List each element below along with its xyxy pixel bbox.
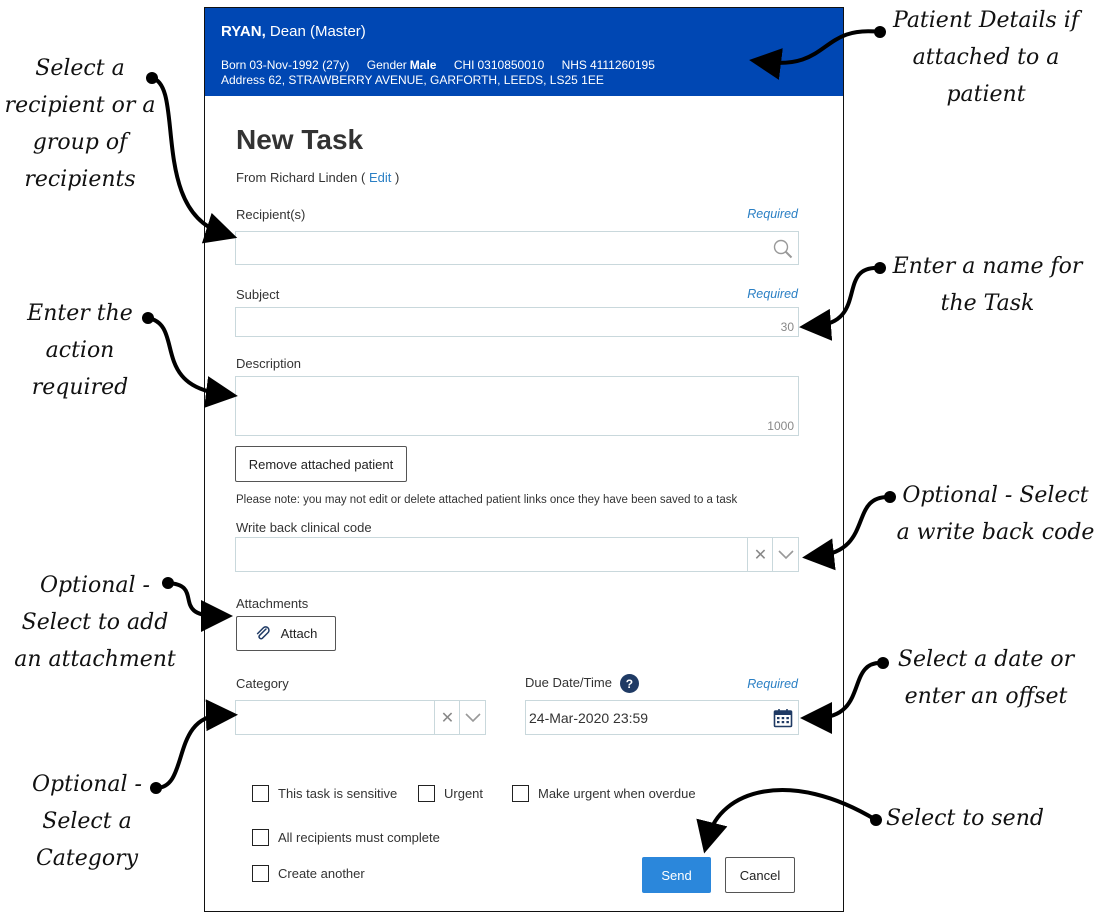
due-date-text: Due Date/Time [525, 674, 612, 690]
patient-link-note: Please note: you may not edit or delete … [236, 494, 738, 506]
chevron-down-icon[interactable] [772, 538, 798, 571]
checkbox-label: All recipients must complete [278, 830, 440, 845]
category-label: Category [236, 676, 289, 691]
attachments-label: Attachments [236, 596, 309, 611]
chi-value: 0310850010 [477, 58, 545, 72]
checkbox-urgent[interactable]: Urgent [418, 785, 483, 802]
calendar-icon[interactable] [773, 708, 793, 728]
arrow-patient-details [749, 29, 882, 80]
help-icon[interactable]: ? [619, 674, 639, 693]
arrow-enter-name [799, 265, 882, 341]
search-icon[interactable] [772, 238, 794, 260]
send-button[interactable]: Send [642, 857, 711, 893]
annotation-select-send: Select to send [886, 806, 1044, 831]
annotation-patient-details: Patient Details if attached to a patient [893, 8, 1079, 107]
from-line: From Richard Linden ( Edit ) [236, 170, 400, 185]
due-date-required: Required [747, 677, 798, 691]
arrow-select-category [154, 699, 238, 790]
subject-input[interactable]: 30 [235, 307, 799, 337]
annotation-select-category: Optional - Select a Category [32, 772, 142, 871]
arrow-add-attachment [166, 581, 233, 632]
recipients-required: Required [747, 207, 798, 221]
recipients-input[interactable] [235, 231, 799, 265]
due-date-input[interactable]: 24-Mar-2020 23:59 [525, 700, 799, 735]
arrow-select-send [696, 788, 878, 854]
annotation-enter-name: Enter a name for the Task [892, 254, 1083, 316]
attach-button[interactable]: Attach [236, 616, 336, 651]
checkbox-label: Urgent [444, 786, 484, 801]
due-date-label: Due Date/Time? [525, 674, 639, 693]
checkbox-label: Make urgent when overdue [538, 786, 696, 801]
patient-address: Address 62, STRAWBERRY AVENUE, GARFORTH,… [221, 73, 604, 87]
checkbox-box[interactable] [418, 785, 435, 802]
cancel-button[interactable]: Cancel [725, 857, 795, 893]
nhs-value: 4111260195 [589, 58, 655, 72]
from-text: From Richard Linden [236, 170, 358, 185]
checkbox-sensitive[interactable]: This task is sensitive [252, 785, 397, 802]
checkbox-label: Create another [278, 866, 365, 881]
recipients-label: Recipient(s) [236, 207, 306, 222]
annotation-write-back: Optional - Select a write back code [896, 483, 1095, 545]
subject-required: Required [747, 287, 798, 301]
checkbox-urgent-overdue[interactable]: Make urgent when overdue [512, 785, 696, 802]
address-label: Address [221, 73, 266, 87]
attach-label: Attach [280, 626, 318, 641]
checkbox-box[interactable] [252, 865, 269, 882]
annotation-select-date: Select a date or enter an offset [897, 647, 1075, 709]
description-label: Description [236, 356, 302, 371]
born-label: Born [221, 58, 247, 72]
patient-forename: Dean (Master) [269, 23, 366, 40]
patient-name: RYAN, Dean (Master) [221, 23, 366, 40]
checkbox-create-another[interactable]: Create another [252, 865, 365, 882]
gender-value: Male [409, 58, 437, 72]
paperclip-icon [256, 625, 270, 639]
annotation-add-attachment: Optional - Select to add an attachment [14, 573, 176, 672]
description-textarea[interactable]: 1000 [235, 376, 799, 436]
arrow-enter-action [146, 316, 238, 408]
annotation-enter-action: Enter the action required [27, 301, 133, 400]
remove-patient-button[interactable]: Remove attached patient [235, 446, 407, 482]
checkbox-box[interactable] [252, 829, 269, 846]
arrow-write-back [802, 494, 892, 571]
description-counter: 1000 [767, 419, 794, 433]
checkbox-box[interactable] [512, 785, 529, 802]
write-back-select[interactable]: ✕ [235, 537, 799, 572]
born-value: 03-Nov-1992 (27y) [249, 58, 350, 72]
chevron-down-icon[interactable] [459, 701, 485, 734]
subject-label: Subject [236, 287, 280, 302]
write-back-label: Write back clinical code [236, 520, 372, 535]
chi-label: CHI [453, 58, 475, 72]
clear-icon[interactable]: ✕ [747, 538, 773, 571]
edit-link[interactable]: Edit [368, 170, 392, 185]
nhs-label: NHS [561, 58, 587, 72]
clear-icon[interactable]: ✕ [434, 701, 460, 734]
category-select[interactable]: ✕ [235, 700, 486, 735]
checkbox-box[interactable] [252, 785, 269, 802]
arrow-select-recipient [150, 76, 238, 244]
gender-label: Gender [366, 58, 407, 72]
due-date-value: 24-Mar-2020 23:59 [529, 710, 649, 726]
annotation-select-recipient: Select a recipient or a group of recipie… [4, 56, 156, 192]
page-title: New Task [236, 124, 364, 155]
checkbox-all-complete[interactable]: All recipients must complete [252, 829, 440, 846]
subject-counter: 30 [780, 320, 794, 334]
address-value: 62, STRAWBERRY AVENUE, GARFORTH, LEEDS, … [268, 73, 604, 87]
arrow-select-date [800, 660, 885, 734]
checkbox-label: This task is sensitive [278, 786, 398, 801]
patient-surname: RYAN, [221, 23, 266, 40]
